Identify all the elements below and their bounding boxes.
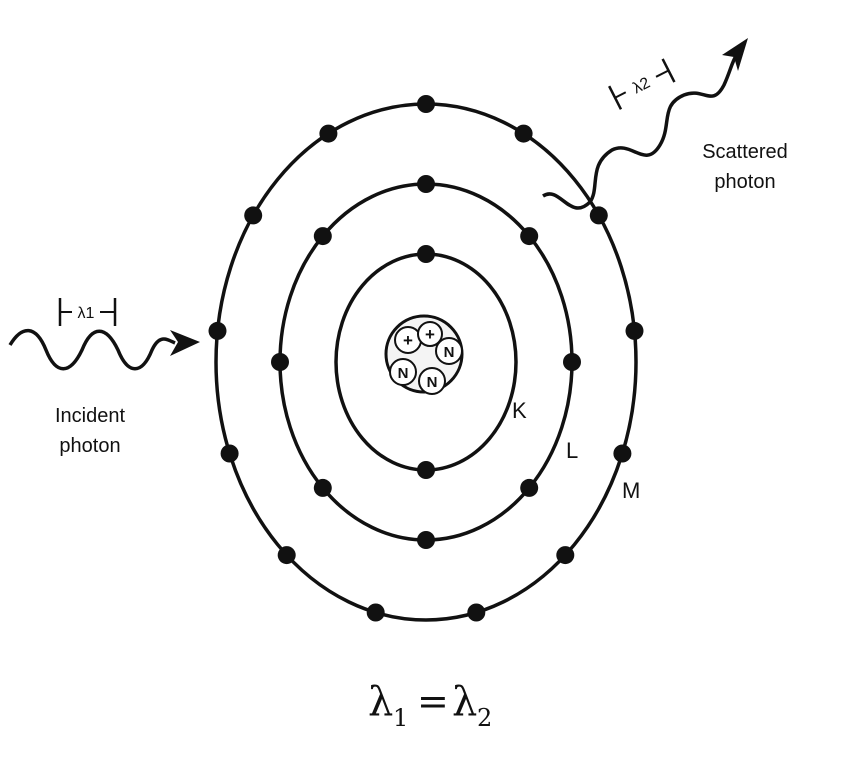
electron-shell-l: [271, 353, 289, 371]
electron-shell-l: [520, 227, 539, 246]
shell-label-m: M: [622, 478, 640, 503]
nucleus-particle-label: +: [403, 331, 413, 350]
shell-label-l: L: [566, 438, 578, 463]
electron-shell-m: [625, 321, 644, 340]
scattered-wavelength-line: [614, 91, 627, 99]
equation-equals: =: [417, 679, 449, 723]
electron-shell-m: [366, 603, 385, 622]
equation: λ 1 = λ 2: [368, 679, 492, 732]
incident-caption-line1: Incident: [55, 405, 125, 427]
scattered-arrow-head-icon: [722, 38, 748, 71]
incident-photon: λ1 Incident photon: [8, 298, 200, 457]
electron-shell-m: [514, 124, 533, 143]
electron-shell-l: [313, 227, 332, 246]
electron-shell-m: [244, 206, 263, 225]
electron-shell-m: [208, 321, 227, 340]
electron-shell-m: [613, 444, 632, 463]
electron-shell-l: [417, 175, 435, 193]
electron-shell-m: [556, 546, 575, 565]
incident-arrow-head-icon: [170, 330, 200, 356]
electron-shell-l: [417, 531, 435, 549]
electron-shell-m: [589, 206, 608, 225]
equation-left-subscript: 1: [393, 704, 408, 732]
nucleus-particle: [389, 358, 417, 386]
scattered-caption-line1: Scattered: [702, 141, 788, 163]
electron-shell-l: [520, 478, 539, 497]
scattered-wavelength-label: λ2: [630, 74, 653, 97]
electron-group: [208, 95, 644, 622]
equation-right-symbol: λ: [452, 679, 477, 725]
nucleus-particle: [417, 321, 443, 347]
scattered-wavelength-line: [655, 69, 669, 78]
nucleus-particle: [435, 337, 463, 365]
electron-shell-k: [417, 245, 435, 263]
nucleus-particle-label: N: [398, 365, 409, 382]
electron-shell-m: [417, 95, 435, 113]
equation-right-subscript: 2: [477, 704, 492, 732]
incident-wavelength-label: λ1: [78, 305, 95, 322]
scattered-caption-line2: photon: [714, 171, 775, 193]
nucleus-particle-label: N: [427, 374, 438, 391]
incident-wave: [8, 328, 176, 371]
electron-shell-m: [277, 546, 296, 565]
incident-caption-line2: photon: [59, 435, 120, 457]
shell-label-k: K: [512, 398, 527, 423]
nucleus-particle-label: +: [425, 325, 435, 344]
nucleus-particle: [418, 367, 446, 395]
electron-shell-l: [313, 478, 332, 497]
scattered-photon: λ2 Scattered photon: [542, 38, 788, 210]
electron-shell-l: [563, 353, 581, 371]
equation-left-symbol: λ: [368, 679, 393, 725]
electron-shell-k: [417, 461, 435, 479]
electron-shell-m: [220, 444, 239, 463]
scattered-wave: [542, 55, 738, 210]
nucleus-particle-label: N: [444, 344, 455, 361]
electron-shell-m: [467, 603, 486, 622]
nucleus: + + N N N: [384, 314, 464, 395]
electron-shell-m: [319, 124, 338, 143]
